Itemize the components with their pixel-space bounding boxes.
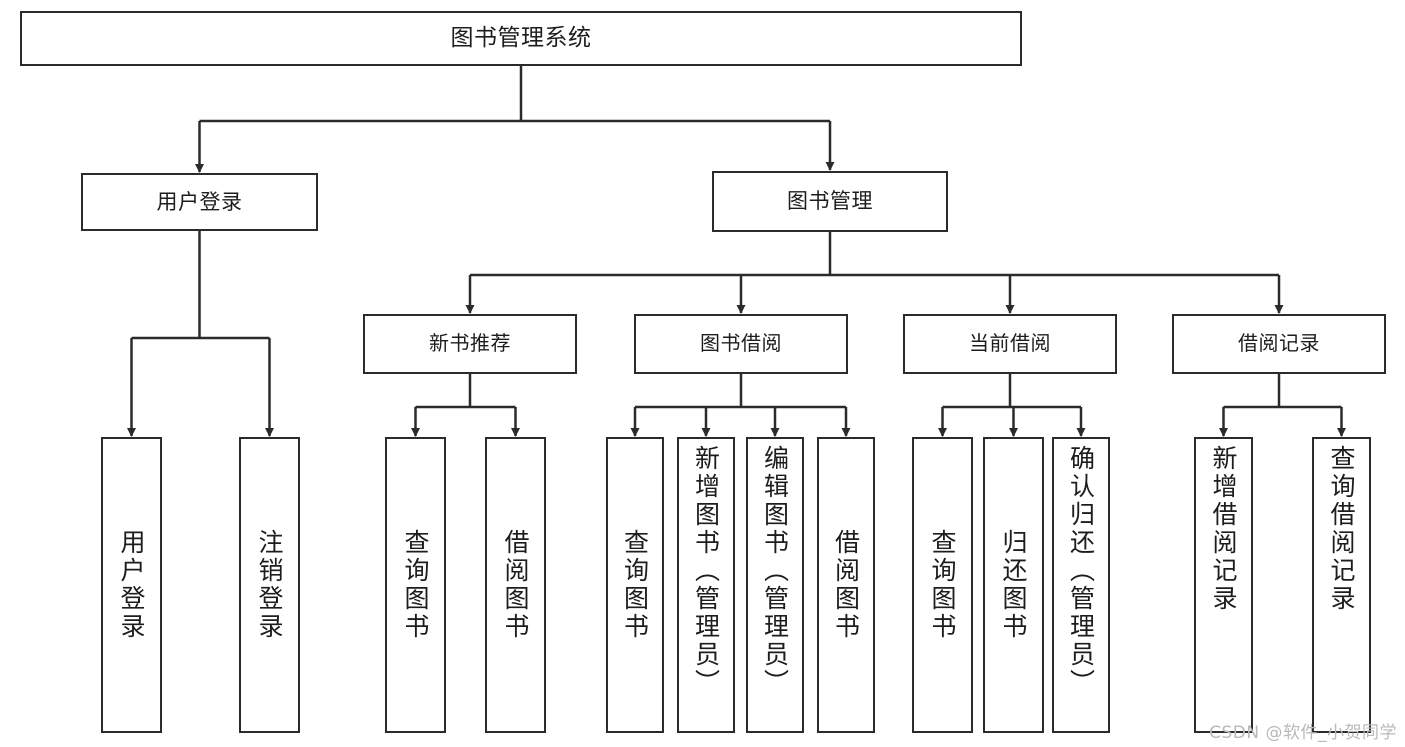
node-current-borrow[interactable]: 当前借阅 xyxy=(903,314,1117,374)
node-label: 查询图书 xyxy=(401,529,430,641)
node-leaf-borrow-book-2[interactable]: 借阅图书 xyxy=(817,437,875,733)
node-borrow-record[interactable]: 借阅记录 xyxy=(1172,314,1386,374)
connector-lines xyxy=(127,66,1346,437)
node-leaf-query-record[interactable]: 查询借阅记录 xyxy=(1312,437,1371,733)
node-label: 确认归还（管理员） xyxy=(1066,445,1096,697)
node-book-management[interactable]: 图书管理 xyxy=(712,171,948,232)
node-leaf-query-book-1[interactable]: 查询图书 xyxy=(385,437,446,733)
node-label: 借阅图书 xyxy=(501,529,530,641)
node-label: 用户登录 xyxy=(156,189,243,214)
node-leaf-query-book-3[interactable]: 查询图书 xyxy=(912,437,973,733)
node-book-borrow[interactable]: 图书借阅 xyxy=(634,314,848,374)
node-label: 用户登录 xyxy=(117,529,146,641)
node-new-book-recommend[interactable]: 新书推荐 xyxy=(363,314,577,374)
node-label: 查询借阅记录 xyxy=(1327,445,1356,613)
node-leaf-query-book-2[interactable]: 查询图书 xyxy=(606,437,664,733)
node-label: 借阅记录 xyxy=(1238,331,1320,356)
node-user-login[interactable]: 用户登录 xyxy=(81,173,318,231)
node-leaf-add-record[interactable]: 新增借阅记录 xyxy=(1194,437,1253,733)
node-leaf-add-book[interactable]: 新增图书（管理员） xyxy=(677,437,735,733)
node-label: 归还图书 xyxy=(999,529,1028,641)
node-label: 查询图书 xyxy=(928,529,957,641)
node-leaf-edit-book[interactable]: 编辑图书（管理员） xyxy=(746,437,804,733)
node-label: 编辑图书（管理员） xyxy=(760,445,790,697)
node-leaf-confirm-return[interactable]: 确认归还（管理员） xyxy=(1052,437,1110,733)
node-label: 新增图书（管理员） xyxy=(691,445,721,697)
node-label: 当前借阅 xyxy=(969,331,1051,356)
node-leaf-user-login[interactable]: 用户登录 xyxy=(101,437,162,733)
node-label: 图书管理 xyxy=(787,189,873,214)
node-label: 新增借阅记录 xyxy=(1209,445,1238,613)
node-label: 图书借阅 xyxy=(700,331,782,356)
node-label: 新书推荐 xyxy=(429,331,511,356)
node-root-system[interactable]: 图书管理系统 xyxy=(20,11,1022,66)
node-label: 查询图书 xyxy=(620,529,650,641)
csdn-watermark: CSDN @软件_小贺同学 xyxy=(1209,723,1397,743)
node-label: 图书管理系统 xyxy=(450,24,592,51)
node-label: 借阅图书 xyxy=(831,529,861,641)
node-leaf-return-book[interactable]: 归还图书 xyxy=(983,437,1044,733)
node-leaf-borrow-book-1[interactable]: 借阅图书 xyxy=(485,437,546,733)
node-label: 注销登录 xyxy=(255,529,284,641)
node-leaf-logout[interactable]: 注销登录 xyxy=(239,437,300,733)
